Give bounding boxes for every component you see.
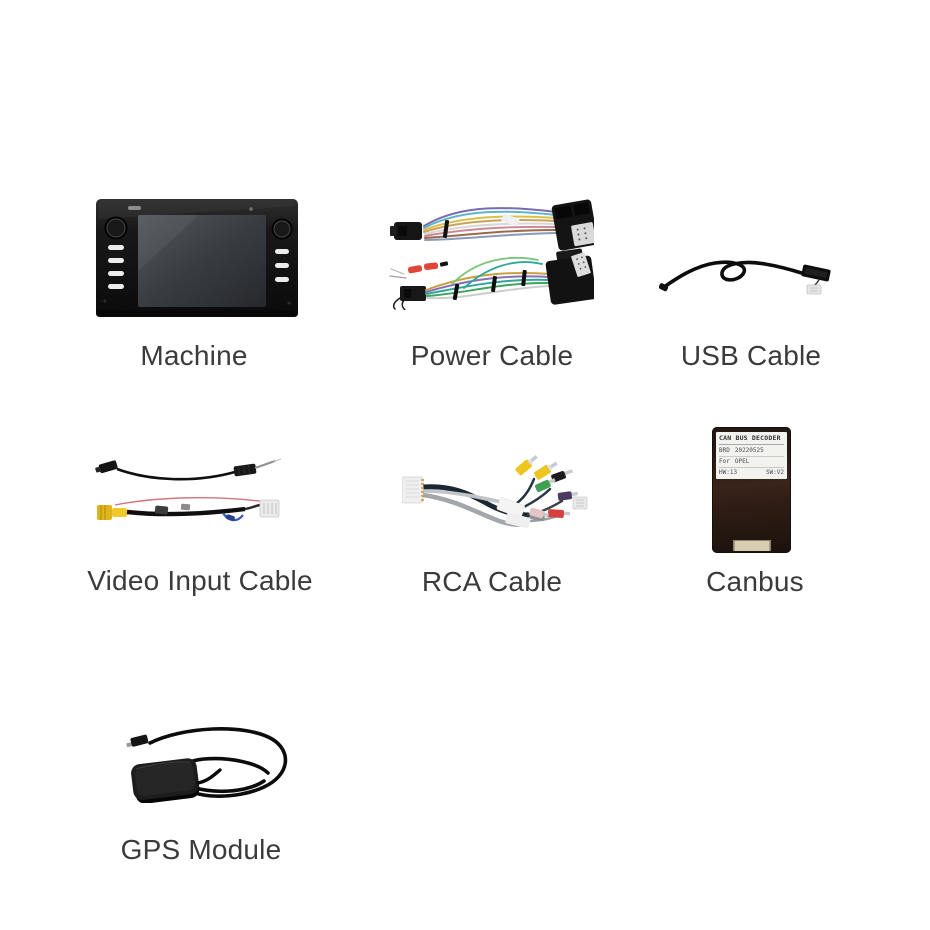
white-connector bbox=[259, 499, 280, 518]
canbus-sticker: CAN BUS DECODER BRD 20220525 For OPEL HW… bbox=[716, 432, 787, 479]
rca-plug-red bbox=[547, 509, 571, 518]
gps-antenna-illustration bbox=[126, 727, 288, 803]
power-cable-photo bbox=[388, 198, 594, 310]
video-input-cable-label: Video Input Cable bbox=[87, 565, 313, 596]
bottom-bezel bbox=[96, 310, 298, 317]
canbus-sticker-row: BRD 20220525 bbox=[719, 446, 784, 457]
pin-connector bbox=[806, 284, 822, 295]
usb-cable-illustration bbox=[659, 260, 831, 295]
canbus-sticker-row: For OPEL bbox=[719, 457, 784, 468]
red-clip bbox=[407, 265, 423, 274]
usb-plug bbox=[801, 264, 831, 282]
right-buttons bbox=[275, 249, 289, 282]
rca-plug-yellow bbox=[534, 461, 558, 480]
power-cable-label: Power Cable bbox=[410, 340, 574, 371]
screw-hole bbox=[103, 299, 107, 303]
iso-harness-bottom bbox=[389, 248, 594, 310]
rca-plug-green bbox=[535, 478, 556, 493]
left-volume-knob bbox=[104, 216, 128, 240]
blue-wire-tag bbox=[225, 514, 235, 521]
rca-plug-black bbox=[551, 469, 574, 483]
canbus-decoder-box: CAN BUS DECODER BRD 20220525 For OPEL HW… bbox=[712, 427, 791, 553]
main-power-connector bbox=[545, 248, 594, 305]
usb-cable-label: USB Cable bbox=[680, 340, 822, 371]
red-clip bbox=[423, 262, 439, 270]
antenna-connector bbox=[126, 734, 149, 748]
camera-input-cable bbox=[97, 497, 280, 522]
gloss-highlight bbox=[99, 200, 295, 219]
machine-photo bbox=[95, 197, 299, 323]
rca-plug-yellow bbox=[515, 455, 538, 476]
rca-cable-label: RCA Cable bbox=[421, 566, 563, 597]
quadlock-connector bbox=[551, 199, 594, 251]
gps-puck bbox=[131, 758, 200, 803]
harness-plug-small bbox=[390, 222, 422, 240]
harness-plug-small-2 bbox=[400, 286, 426, 301]
video-input-cable-photo bbox=[95, 453, 281, 529]
rca-plug-white bbox=[529, 507, 549, 519]
cable-end-tip bbox=[659, 283, 669, 292]
gps-module-label: GPS Module bbox=[120, 834, 282, 865]
canbus-sticker-title: CAN BUS DECODER bbox=[719, 434, 784, 445]
cable-loop bbox=[662, 260, 807, 289]
canbus-sticker-row: HW:13 SW:V2 bbox=[719, 469, 784, 476]
touch-screen bbox=[138, 215, 266, 307]
car-stereo-illustration bbox=[96, 199, 298, 317]
brand-badge bbox=[128, 206, 141, 210]
video-input-illustration bbox=[95, 458, 281, 522]
ir-sensor-dot bbox=[249, 207, 253, 211]
usb-cable-photo bbox=[659, 254, 837, 298]
rca-cable-photo bbox=[402, 455, 588, 541]
left-buttons bbox=[108, 245, 124, 289]
canbus-connector-port bbox=[732, 540, 771, 551]
canbus-label: Canbus bbox=[706, 566, 804, 597]
rca-plug-purple bbox=[557, 491, 578, 501]
gps-module-photo bbox=[126, 723, 290, 803]
right-tune-knob bbox=[271, 218, 293, 240]
harness-head-connector bbox=[402, 476, 424, 504]
screen-reflection bbox=[138, 215, 199, 271]
heatshrink-band bbox=[505, 512, 531, 529]
machine-label: Machine bbox=[140, 340, 248, 371]
screw-hole bbox=[287, 301, 291, 305]
iso-harness-top bbox=[390, 199, 594, 251]
power-harness-illustration bbox=[389, 199, 594, 310]
antenna-adapter-cable bbox=[95, 458, 281, 481]
rca-cable-illustration bbox=[402, 455, 588, 529]
